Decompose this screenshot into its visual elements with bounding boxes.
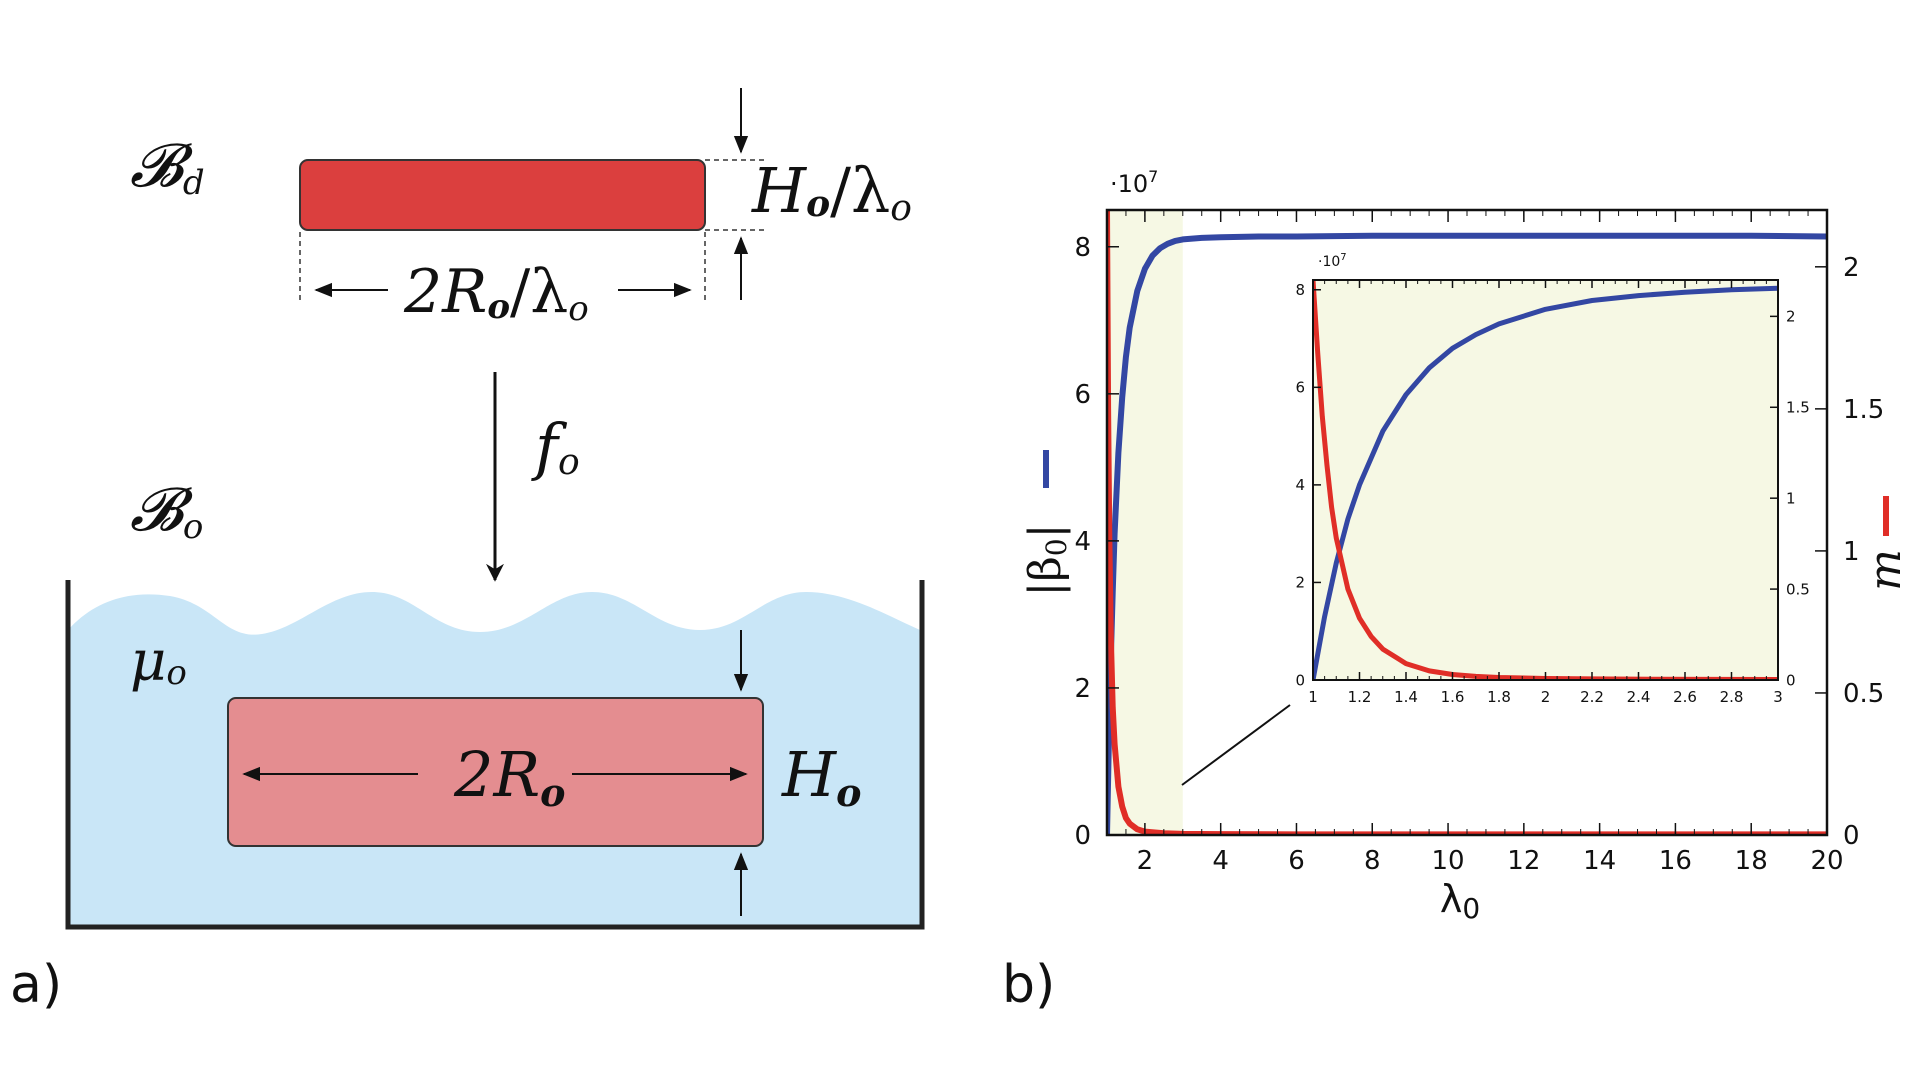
- inset-x-tick-label: 3: [1773, 688, 1783, 706]
- inset-x-tick-label: 1.8: [1487, 688, 1511, 706]
- inset-x-tick-label: 2.8: [1720, 688, 1744, 706]
- main-y-right-tick-label: 0: [1843, 821, 1860, 851]
- main-shaded-region: [1107, 210, 1183, 835]
- inset-y-right-tick-label: 0.5: [1786, 580, 1810, 598]
- label-force: fo: [531, 410, 580, 483]
- inset-x-tick-label: 1.6: [1441, 688, 1465, 706]
- inset-y-right-tick-label: 1.5: [1786, 399, 1810, 417]
- main-x-tick-label: 6: [1288, 846, 1305, 876]
- container: [65, 580, 925, 930]
- main-y-right-tick-label: 2: [1843, 253, 1860, 283]
- inset-x-tick-label: 2.2: [1580, 688, 1604, 706]
- main-y-multiplier: ·107: [1110, 167, 1158, 198]
- main-y-left-tick-label: 2: [1074, 674, 1091, 704]
- main-x-axis-label: λ0: [1440, 877, 1480, 925]
- main-y-right-axis-label: m: [1860, 496, 1911, 591]
- zoom-connector-line: [1181, 704, 1291, 786]
- main-y-left-tick-label: 0: [1074, 821, 1091, 851]
- deformed-body: [299, 159, 706, 231]
- main-x-tick-label: 20: [1810, 846, 1843, 876]
- inset-y-right-tick-label: 0: [1786, 671, 1796, 689]
- svg-text:m: m: [1860, 549, 1911, 591]
- label-thickness-deformed: Ho/λo: [751, 154, 912, 229]
- main-y-left-tick-label: 8: [1074, 233, 1091, 263]
- main-series-beta-line: [1107, 232, 1827, 835]
- inset-series-beta-line: [1313, 285, 1778, 680]
- main-x-tick-label: 12: [1507, 846, 1540, 876]
- main-x-tick-label: 10: [1432, 846, 1465, 876]
- inset-x-tick-label: 2.4: [1627, 688, 1651, 706]
- inset-y-right-tick-label: 1: [1786, 489, 1796, 507]
- panel-b-label: b): [1002, 955, 1055, 1015]
- label-reference-body: 𝓑o: [130, 475, 203, 547]
- main-y-left-tick-label: 4: [1074, 527, 1091, 557]
- svg-text:|β0|: |β0|: [1020, 524, 1073, 597]
- inset-y-right-tick-label: 2: [1786, 308, 1796, 326]
- reference-body: [227, 697, 764, 847]
- label-width-deformed: 2Ro/λo: [403, 257, 589, 329]
- main-x-tick-label: 8: [1364, 846, 1381, 876]
- main-y-left-axis-label: |β0|: [1020, 450, 1073, 596]
- label-chemical-potential: μo: [130, 629, 187, 694]
- main-x-tick-label: 16: [1659, 846, 1692, 876]
- inset-x-tick-label: 1.2: [1348, 688, 1372, 706]
- main-y-right-tick-label: 0.5: [1843, 679, 1884, 709]
- main-x-tick-label: 14: [1583, 846, 1616, 876]
- main-y-left-tick-label: 6: [1074, 380, 1091, 410]
- inset-x-tick-label: 2: [1541, 688, 1551, 706]
- inset-x-tick-label: 2.6: [1673, 688, 1697, 706]
- label-deformed-body: 𝓑d: [130, 131, 205, 203]
- panel-a-schematic: 𝓑d Ho/λo 2Ro/λo fo 𝓑o μo 2Ro: [10, 88, 925, 1015]
- main-y-right-tick-label: 1.5: [1843, 395, 1884, 425]
- inset-y-left-tick-label: 8: [1295, 281, 1305, 299]
- panel-a-label: a): [10, 955, 62, 1015]
- main-x-tick-label: 4: [1212, 846, 1229, 876]
- inset-y-left-tick-label: 0: [1295, 671, 1305, 689]
- label-width-reference: 2Ro: [453, 738, 566, 815]
- inset-y-multiplier: ·107: [1318, 252, 1347, 270]
- main-x-tick-label: 18: [1735, 846, 1768, 876]
- inset-background: [1313, 280, 1778, 680]
- main-y-right-tick-label: 1: [1843, 537, 1860, 567]
- inset-y-left-tick-label: 2: [1295, 574, 1305, 592]
- inset-x-tick-label: 1: [1308, 688, 1318, 706]
- inset-y-left-tick-label: 6: [1295, 379, 1305, 397]
- inset-x-tick-label: 1.4: [1394, 688, 1418, 706]
- label-thickness-reference: Ho: [781, 738, 861, 815]
- inset-y-left-tick-label: 4: [1295, 476, 1305, 494]
- main-x-tick-label: 2: [1137, 846, 1154, 876]
